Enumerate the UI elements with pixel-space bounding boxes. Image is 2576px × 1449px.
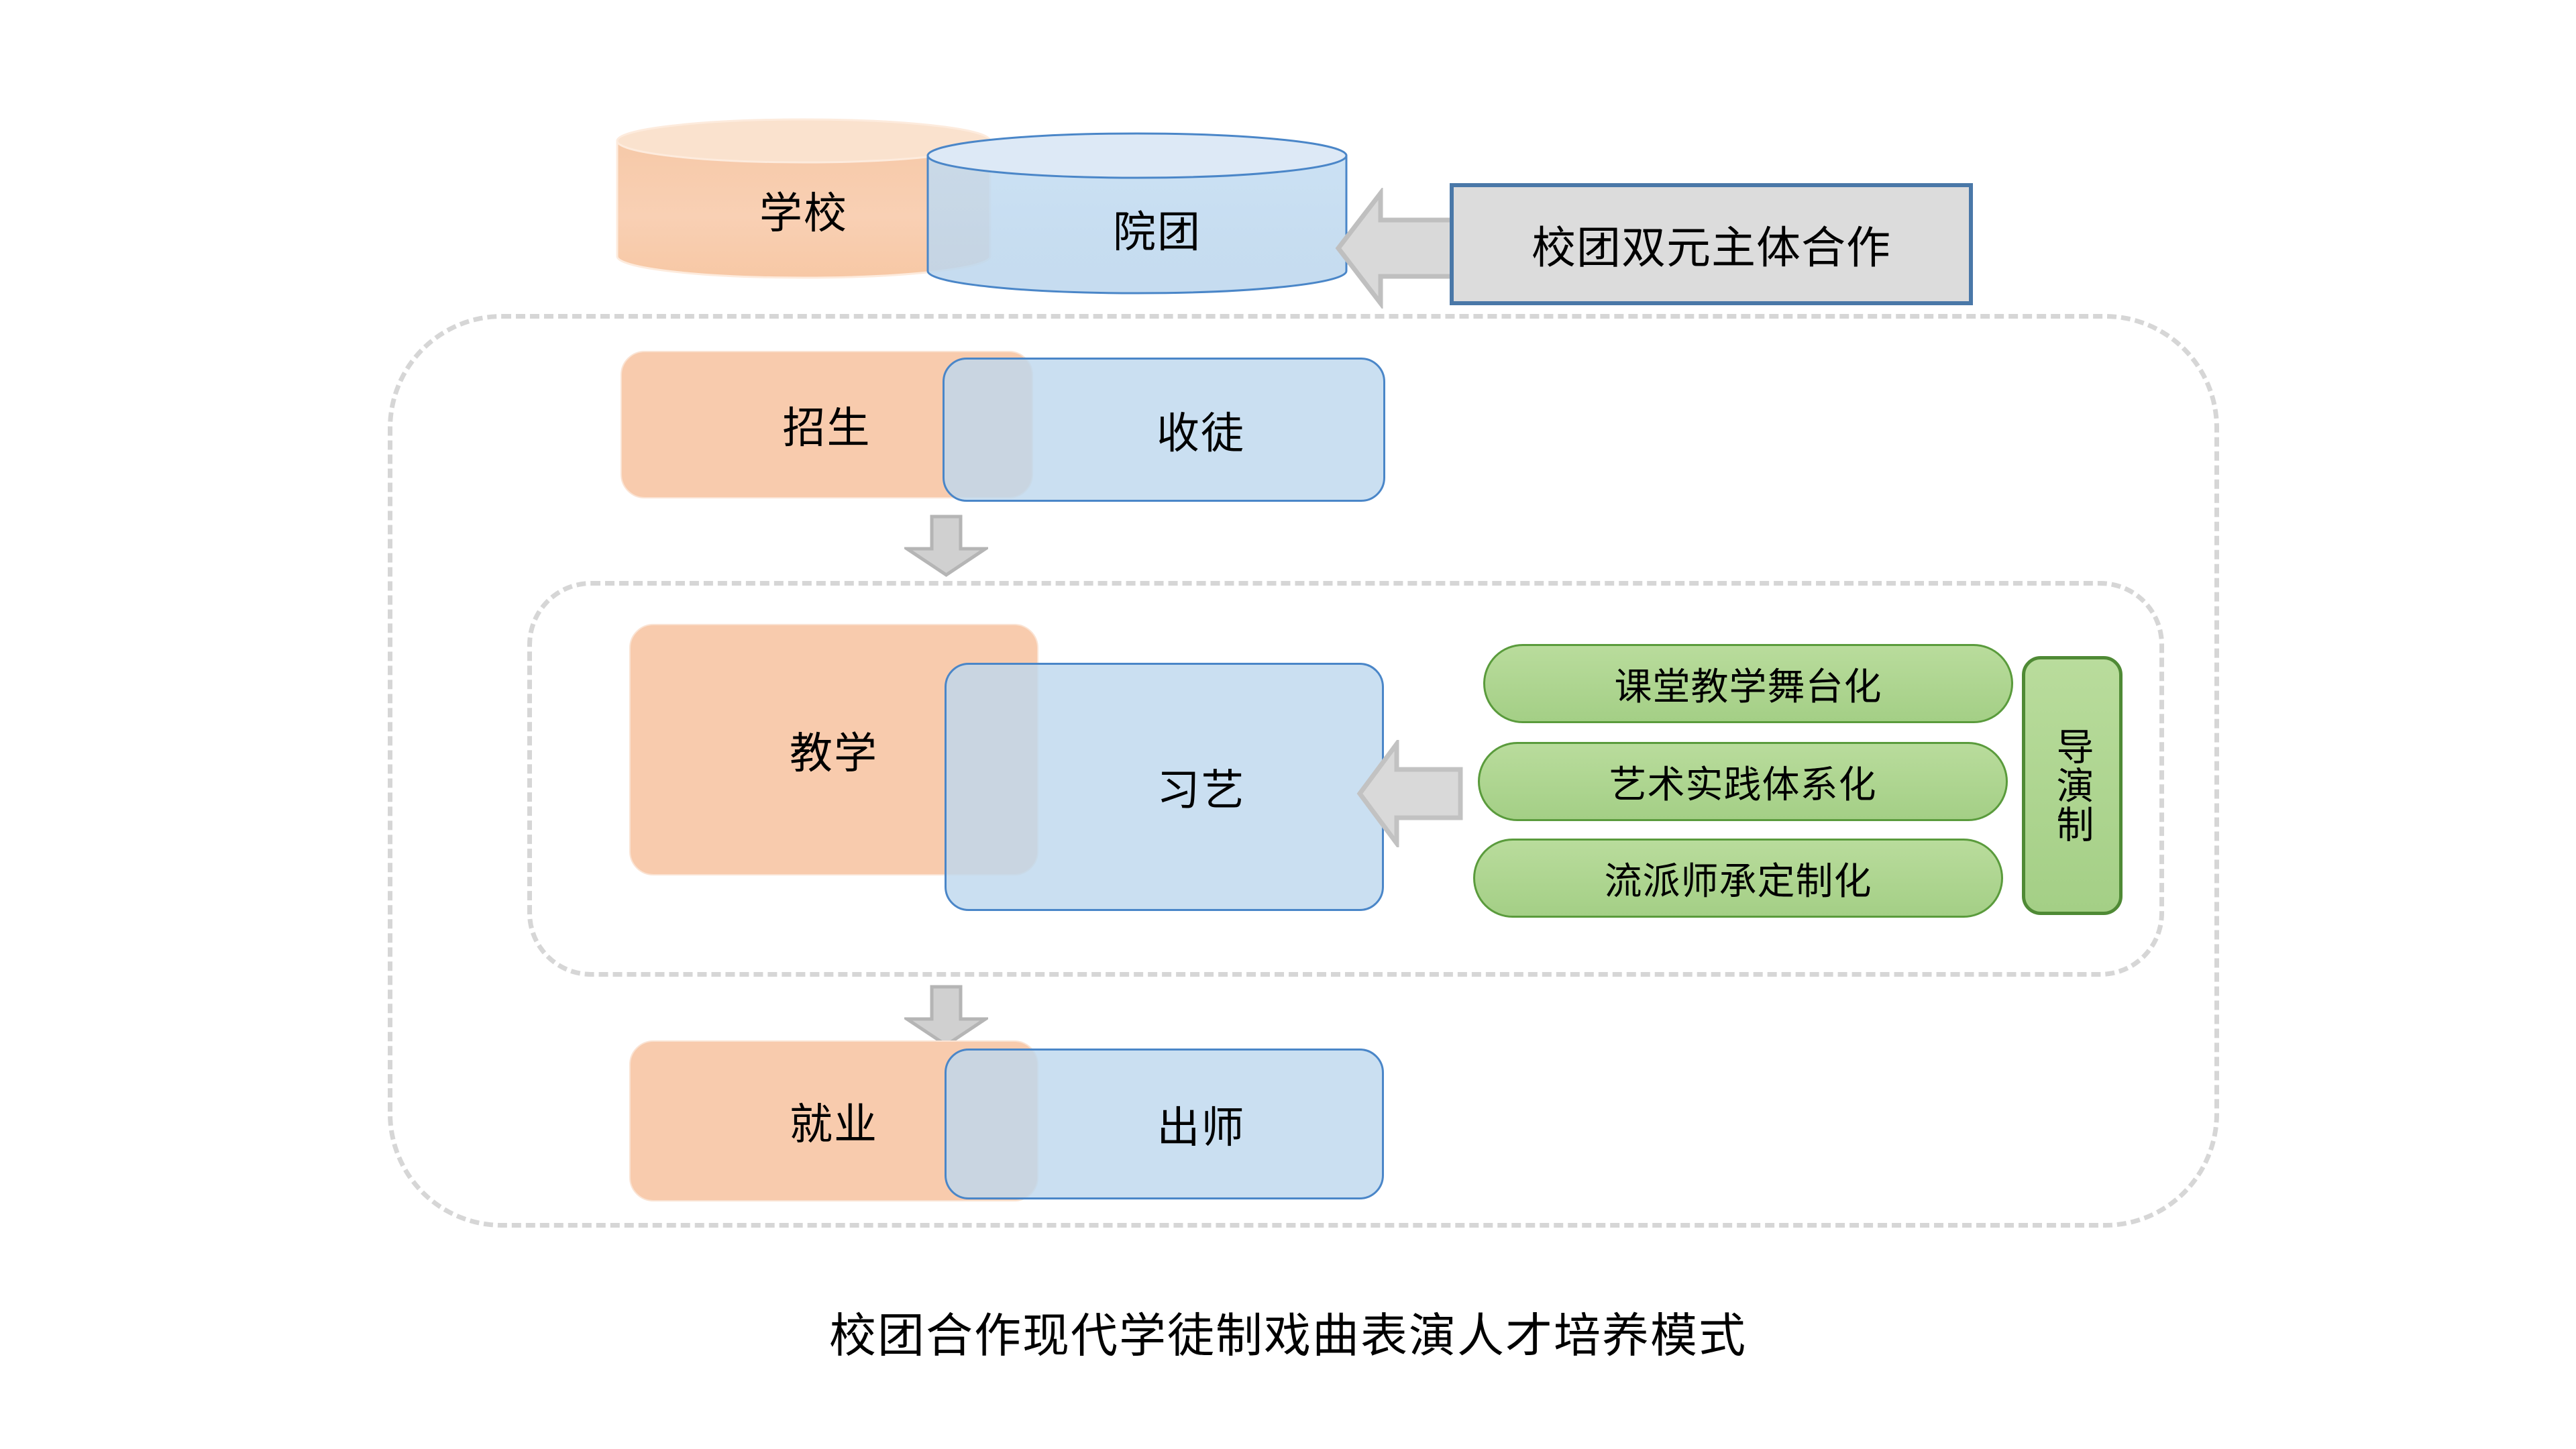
stage-employ-right-box[interactable]: 出师: [945, 1049, 1384, 1199]
stage-teach-right-box[interactable]: 习艺: [945, 663, 1384, 911]
flow-down-arrow-icon-1: [904, 514, 988, 578]
stage-recruit-right-box[interactable]: 收徒: [943, 358, 1385, 502]
cylinder-shape: [926, 132, 1348, 294]
troupe-cylinder[interactable]: 院团: [926, 131, 1348, 296]
inner-dashed-container: [527, 581, 2164, 977]
stage-teach-right-label: 习艺: [1157, 766, 1246, 814]
feature-pill-1[interactable]: 课堂教学舞台化: [1483, 644, 2013, 723]
stage-teach-left-label: 教学: [790, 729, 878, 777]
director-system-box[interactable]: 导演制: [2022, 656, 2123, 915]
teaching-left-arrow-icon: [1356, 740, 1464, 847]
cooperation-callout-label: 校团双元主体合作: [1532, 223, 1891, 272]
stage-recruit-right-label: 收徒: [1157, 409, 1245, 458]
cooperation-callout-box[interactable]: 校团双元主体合作: [1450, 183, 1973, 305]
director-system-label: 导演制: [2051, 727, 2094, 844]
diagram-caption: 校团合作现代学徒制戏曲表演人才培养模式: [829, 1309, 1747, 1362]
stage-recruit-left-label: 招生: [782, 404, 871, 452]
feature-pill-3-label: 流派师承定制化: [1604, 859, 1872, 902]
stage-employ-left-label: 就业: [790, 1100, 878, 1148]
feature-pill-2-label: 艺术实践体系化: [1609, 763, 1877, 806]
feature-pill-3[interactable]: 流派师承定制化: [1473, 839, 2003, 918]
feature-pill-2[interactable]: 艺术实践体系化: [1478, 742, 2008, 821]
feature-pill-1-label: 课堂教学舞台化: [1614, 665, 1882, 708]
cooperation-left-arrow-icon: [1335, 188, 1459, 309]
stage-employ-right-label: 出师: [1157, 1103, 1246, 1152]
outer-dashed-container: [388, 314, 2219, 1228]
flow-down-arrow-icon-2: [904, 984, 988, 1048]
